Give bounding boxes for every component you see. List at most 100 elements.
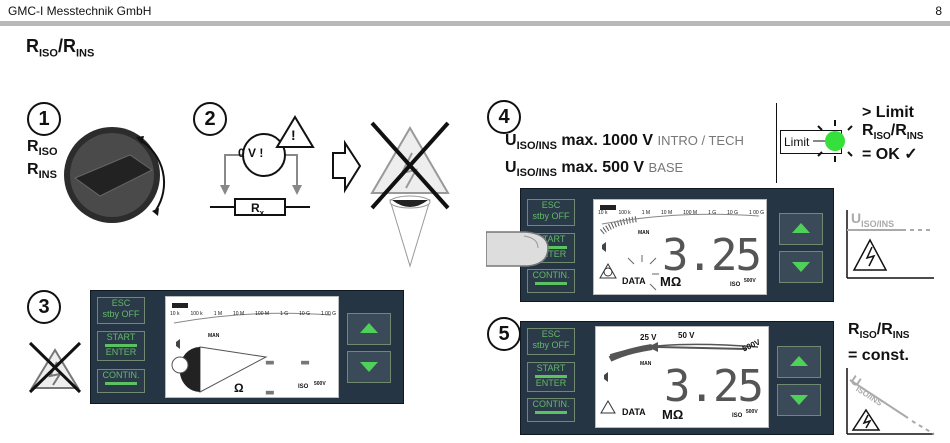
- step-1-labels: RISO RINS: [27, 138, 58, 184]
- r-label-2: R: [27, 161, 39, 179]
- graph-u-sub: ISO/INS: [861, 218, 895, 229]
- man-indicator: MAN: [208, 333, 220, 339]
- up-arrow-icon-5: [790, 356, 808, 366]
- u-label-2: U: [505, 159, 517, 177]
- start-label: START: [106, 332, 136, 342]
- scale-100g: 1 00 G: [320, 311, 336, 317]
- esc-button[interactable]: ESC stby OFF: [97, 297, 145, 324]
- title-slash: /R: [57, 36, 76, 56]
- contin-bar-5: [534, 411, 568, 414]
- zero-volt-check-diagram: [210, 115, 315, 216]
- iso-indicator: ISO: [298, 384, 309, 390]
- max-value-2: 500 V: [602, 159, 645, 177]
- rotary-switch-icon: [64, 127, 166, 223]
- res-r: R: [862, 122, 874, 139]
- contin-button[interactable]: CONTIN.: [97, 369, 145, 393]
- r-label: R: [27, 138, 39, 155]
- label-50v: 50 V: [678, 331, 695, 340]
- scale-10m: 10 M: [233, 311, 245, 317]
- man-indicator-5: MAN: [640, 361, 652, 367]
- result-ok: = OK ✓: [862, 146, 918, 164]
- lcd-scale: 10 k 100 k 1 M 10 M 100 M 1 G 10 G 1 00 …: [170, 311, 336, 317]
- contin-button-5[interactable]: CONTIN.: [527, 398, 575, 422]
- up-button-5[interactable]: [777, 346, 821, 378]
- title-ins: INS: [75, 47, 95, 60]
- down-button[interactable]: [347, 351, 391, 383]
- rx-x: x: [259, 208, 265, 218]
- step-4-number: 4: [487, 100, 521, 134]
- down-arrow-icon-5: [790, 395, 808, 405]
- const-iso: ISO: [859, 330, 877, 342]
- lcd-graphics-5: [600, 342, 759, 414]
- contin-bar-4: [534, 282, 568, 285]
- ohm-unit: Ω: [234, 381, 244, 395]
- scale-1m: 1 M: [213, 311, 223, 317]
- step-1-number: 1: [27, 102, 61, 136]
- const-result: RISO/RINS = const.: [848, 320, 909, 366]
- iso-indicator-5: ISO: [732, 413, 743, 419]
- start-bar-4: [534, 246, 568, 249]
- scale4-10m: 10 M: [661, 210, 673, 216]
- contin-button-4[interactable]: CONTIN.: [527, 269, 575, 293]
- esc-label: ESC: [111, 298, 131, 308]
- header-rule: [0, 21, 950, 26]
- ins-label: INS: [38, 169, 57, 182]
- scale4-1m: 1 M: [641, 210, 651, 216]
- up-button-4[interactable]: [779, 213, 823, 245]
- lcd-display-step4: 10 k 100 k 1 M 10 M 100 M 1 G 10 G 1 00 …: [593, 199, 767, 295]
- man-indicator-4: MAN: [638, 230, 650, 236]
- esc-label-4: ESC: [541, 200, 561, 210]
- up-button[interactable]: [347, 313, 391, 345]
- const-r: R: [848, 321, 860, 338]
- v500-indicator: 500V: [314, 381, 326, 387]
- step-2-number: 2: [193, 102, 227, 136]
- scale-100k: 100 k: [190, 311, 203, 317]
- scale4-100k: 100 k: [618, 210, 631, 216]
- stby-label: stby OFF: [102, 309, 140, 319]
- down-arrow-icon: [360, 362, 378, 372]
- company-name: GMC-I Messtechnik GmbH: [8, 4, 152, 18]
- esc-button-5[interactable]: ESC stby OFF: [527, 328, 575, 355]
- lcd-display-step5: 25 V 50 V 500V MAN 3.25 DATA MΩ ISO 500V: [595, 326, 769, 428]
- lcd-graphics-4: [599, 205, 760, 291]
- u-sub-2: ISO/INS: [516, 167, 557, 180]
- device-panel-step5: ESC stby OFF START ENTER CONTIN. 25 V 50…: [520, 321, 834, 435]
- esc-button-4[interactable]: ESC stby OFF: [527, 199, 575, 226]
- scale4-100g: 1 00 G: [748, 210, 764, 216]
- up-arrow-icon-4: [792, 223, 810, 233]
- voltage-line-1: UISO/INS max. 1000 V INTRO / TECH: [505, 130, 744, 157]
- scale4-100m: 100 M: [683, 210, 698, 216]
- start-bar-5: [534, 375, 568, 378]
- result-r-iso-ins: RISO/RINS: [862, 122, 923, 146]
- scale-100m: 100 M: [255, 311, 270, 317]
- start-bar: [104, 344, 138, 347]
- res-iso: ISO: [873, 131, 891, 143]
- data-indicator-5: DATA: [622, 407, 646, 417]
- warning-mark: !: [291, 127, 296, 143]
- down-button-5[interactable]: [777, 384, 821, 416]
- v500-indicator-4: 500V: [744, 278, 756, 284]
- enter-label-4: ENTER: [535, 249, 567, 259]
- rx-label: Rx: [251, 201, 264, 217]
- mohm-unit: MΩ: [660, 274, 682, 289]
- res-slash: /R: [890, 122, 907, 139]
- down-button-4[interactable]: [779, 251, 823, 283]
- dash-reading: - - -: [262, 347, 315, 407]
- start-button[interactable]: START ENTER: [97, 331, 145, 361]
- res-ins: INS: [906, 131, 924, 143]
- step-3-number: 3: [27, 290, 61, 324]
- scale-1g: 1 G: [280, 311, 289, 317]
- lcd-graphics: [171, 303, 332, 393]
- title-r: R: [26, 36, 39, 56]
- start-button-5[interactable]: START ENTER: [527, 362, 575, 392]
- contin-label: CONTIN.: [102, 370, 140, 380]
- esc-label-5: ESC: [541, 329, 561, 339]
- step-5-number: 5: [487, 317, 521, 351]
- page-number: 8: [935, 4, 942, 18]
- zero-volt-label: 0 V !: [238, 146, 264, 160]
- const-slash: /R: [876, 321, 893, 338]
- contin-label-5: CONTIN.: [532, 399, 570, 409]
- graph-u: U: [851, 210, 862, 226]
- result-greater-limit: > Limit: [862, 104, 915, 121]
- voltage-line-2: UISO/INS max. 500 V BASE: [505, 157, 744, 184]
